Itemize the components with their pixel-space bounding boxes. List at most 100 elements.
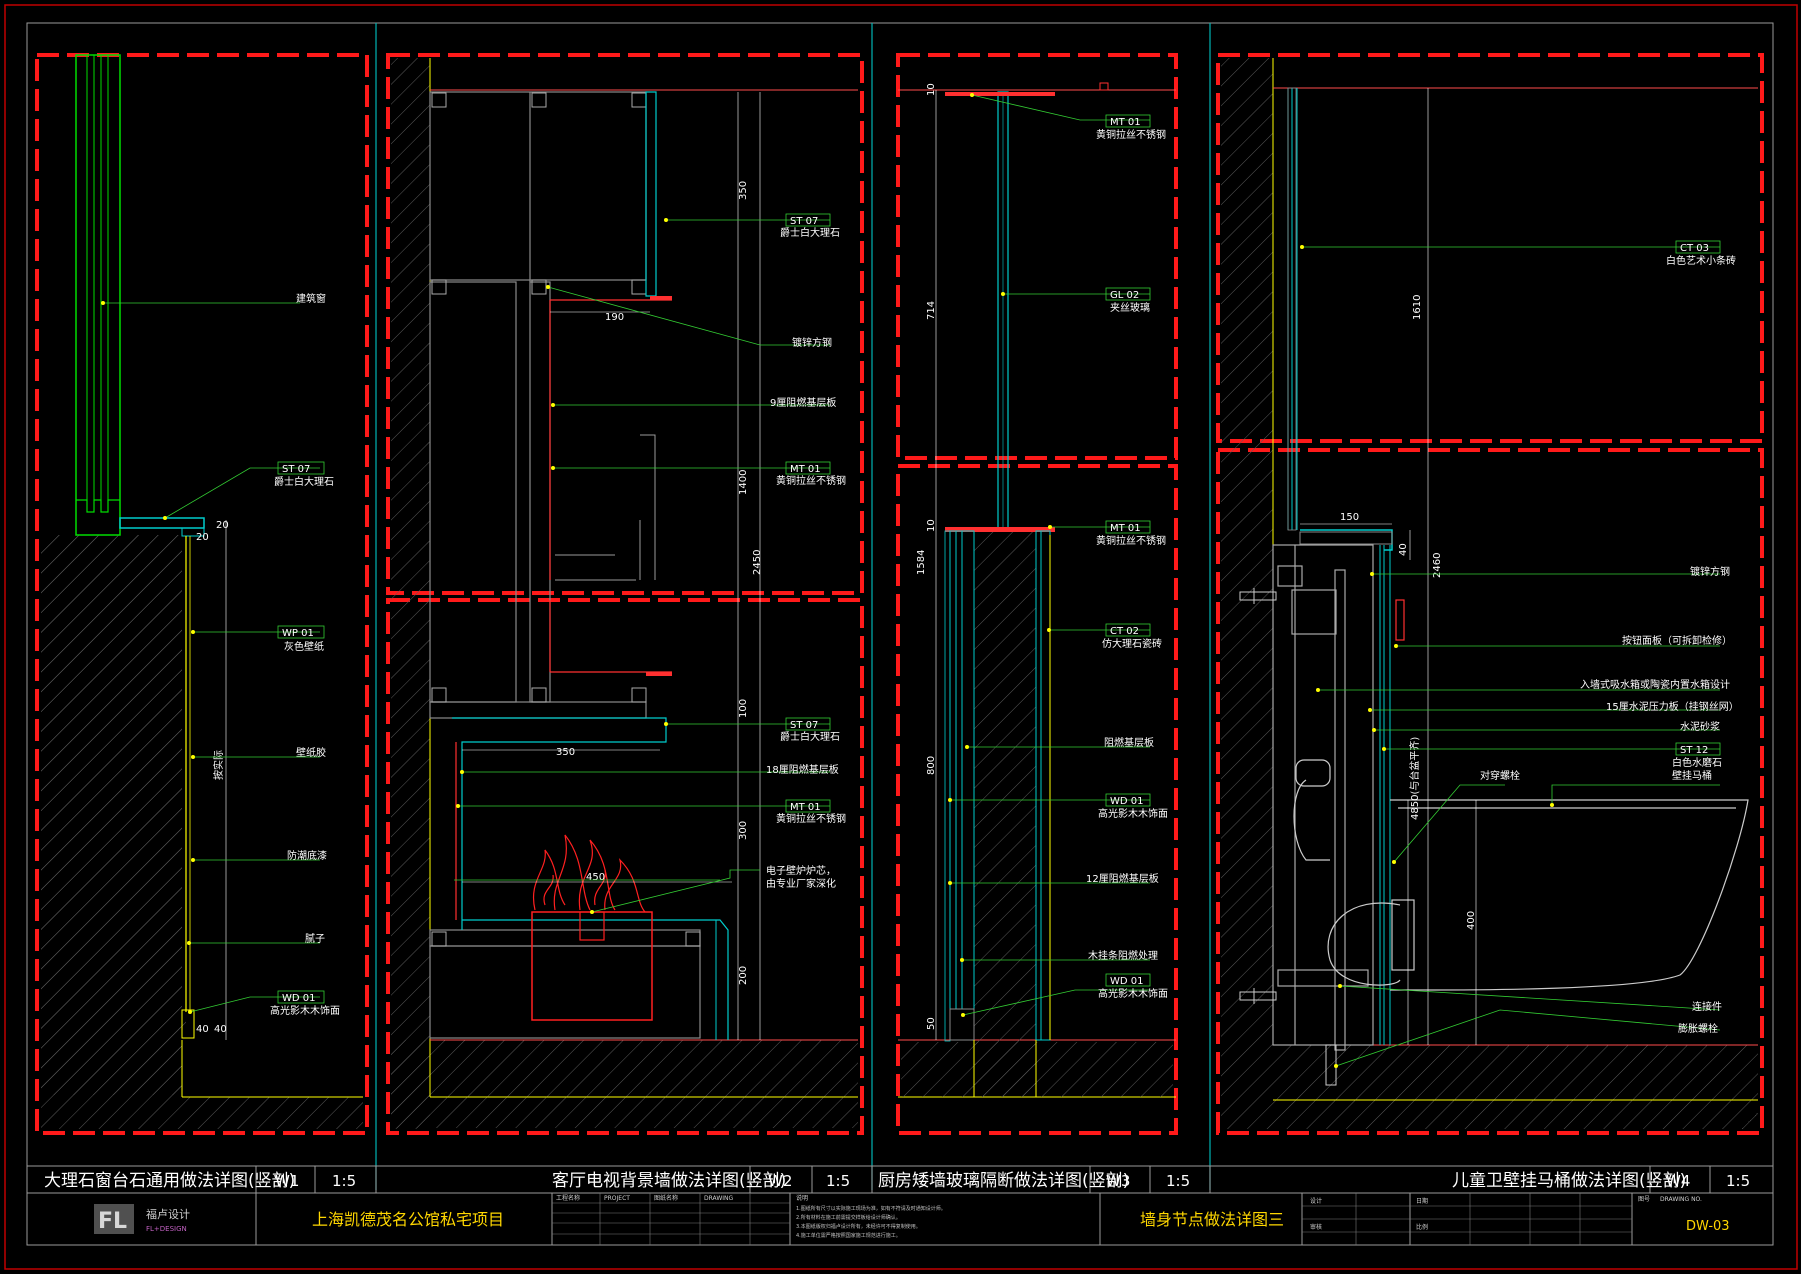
w2-dim-1: 350 bbox=[738, 181, 749, 200]
drawing-title: 墙身节点做法详图三 bbox=[1140, 1210, 1284, 1229]
w2-label-marble-b: 爵士白大理石 bbox=[780, 730, 840, 743]
w2-tag-mt01-b: MT 01 bbox=[790, 802, 821, 813]
w2-label-fireplace-1: 电子壁炉炉芯， bbox=[766, 864, 836, 877]
w1-tag-st07: ST 07 bbox=[282, 464, 310, 475]
w3-dim-5: 800 bbox=[926, 756, 937, 775]
w2-dim-3: 1400 bbox=[738, 470, 749, 495]
w2-label-fireplace-2: 由专业厂家深化 bbox=[766, 877, 836, 890]
w4-tag-ct03: CT 03 bbox=[1680, 243, 1709, 254]
logo-mark: FL bbox=[98, 1209, 127, 1234]
w4-dim-3: 40 bbox=[1398, 543, 1409, 556]
w1-label-glue: 壁纸胶 bbox=[296, 746, 326, 759]
view-w1: 20 20 40 40 按实际 ST 07 WP 01 WD 01 建筑窗 爵士… bbox=[35, 53, 369, 1135]
view-w3: 10 714 10 1584 800 50 MT 01 GL 02 MT bbox=[896, 53, 1178, 1135]
w1-sill-stone bbox=[119, 517, 205, 529]
w3-panel-upper bbox=[896, 53, 1178, 460]
w2-dim-9: 200 bbox=[738, 966, 749, 985]
tb-cell-0: 工程名称 bbox=[556, 1194, 580, 1202]
view-w4: 1610 150 40 2460 4850(与台盆平齐) 400 CT 03 bbox=[1216, 53, 1764, 1135]
note-4: 4.施工单位需严格按照国家施工规范进行施工。 bbox=[796, 1232, 901, 1239]
w2-dim-7: 300 bbox=[738, 821, 749, 840]
w1-dim-3: 40 bbox=[214, 1024, 227, 1035]
view-title-w4: 儿童卫壁挂马桶做法详图(竖剖) bbox=[1452, 1171, 1686, 1191]
tb-cell-6: 日期 bbox=[1416, 1197, 1428, 1205]
w1-dim-5: 按实际 bbox=[212, 750, 225, 780]
w2-label-18mm: 18厘阻燃基层板 bbox=[766, 763, 839, 776]
w3-label-tile: 仿大理石瓷砖 bbox=[1102, 637, 1162, 650]
w3-dim-4: 1584 bbox=[916, 550, 927, 575]
w2-tag-st07-b: ST 07 bbox=[790, 720, 818, 731]
w4-dim-2: 150 bbox=[1340, 512, 1359, 523]
w4-dim-6: 400 bbox=[1466, 911, 1477, 930]
w2-dim-4: 2450 bbox=[752, 550, 763, 575]
w4-label-bolt: 对穿螺栓 bbox=[1480, 769, 1520, 782]
w2-label-9mm: 9厘阻燃基层板 bbox=[770, 396, 836, 409]
w2-dim-2: 190 bbox=[605, 312, 624, 323]
w4-dim-1: 1610 bbox=[1412, 295, 1423, 320]
w1-label-primer: 防潮底漆 bbox=[287, 849, 327, 862]
w3-label-veneer-b: 高光影木木饰面 bbox=[1098, 987, 1168, 1000]
w4-label-cement-board: 15厘水泥压力板（挂钢丝网） bbox=[1606, 700, 1739, 713]
view-title-row: 大理石窗台石通用做法详图(竖剖) W1 1:5 客厅电视背景墙做法详图(竖剖) … bbox=[27, 1165, 1773, 1194]
w3-tag-gl02: GL 02 bbox=[1110, 290, 1139, 301]
w4-dim-4: 2460 bbox=[1432, 553, 1443, 578]
w3-label-veneer-a: 高光影木木饰面 bbox=[1098, 807, 1168, 820]
w3-tag-wd01-a: WD 01 bbox=[1110, 796, 1144, 807]
tb-cell-9: DRAWING NO. bbox=[1660, 1196, 1702, 1203]
logo-en: FL+DESIGN bbox=[146, 1225, 187, 1233]
view-title-w3: 厨房矮墙玻璃隔断做法详图(竖剖) bbox=[878, 1171, 1129, 1191]
w2-panel-upper bbox=[386, 53, 864, 595]
w4-panel-upper bbox=[1216, 53, 1764, 443]
w2-tag-mt01-a: MT 01 bbox=[790, 464, 821, 475]
view-scale-w2: 1:5 bbox=[826, 1172, 850, 1190]
w2-dim-5: 100 bbox=[738, 699, 749, 718]
w3-tag-ct02: CT 02 bbox=[1110, 626, 1139, 637]
tb-cell-3: DRAWING bbox=[704, 1195, 734, 1202]
w1-tag-wp01: WP 01 bbox=[282, 628, 314, 639]
w4-label-steel: 镀锌方钢 bbox=[1690, 565, 1730, 578]
view-code-w2: W2 bbox=[768, 1172, 792, 1190]
w2-dim-6: 350 bbox=[556, 747, 575, 758]
note-1: 1.图纸所有尺寸以实际施工现场为准，如有不符请及时通知设计师。 bbox=[796, 1205, 946, 1212]
outer-frame bbox=[4, 4, 1798, 1270]
w4-panel-lower bbox=[1216, 448, 1764, 1135]
w4-tag-st12: ST 12 bbox=[1680, 745, 1708, 756]
w2-flame-icon bbox=[532, 834, 646, 913]
tb-cell-4: 设计 bbox=[1310, 1197, 1322, 1205]
w3-tag-wd01-b: WD 01 bbox=[1110, 976, 1144, 987]
w3-label-brass-b: 黄铜拉丝不锈钢 bbox=[1096, 534, 1166, 547]
notes-header: 说明 bbox=[796, 1194, 808, 1202]
w1-label-wallpaper: 灰色壁纸 bbox=[284, 640, 324, 653]
logo-cn: 福卢设计 bbox=[146, 1207, 190, 1221]
w4-label-button: 按钮面板（可拆卸检修） bbox=[1622, 634, 1732, 647]
w1-label-marble: 爵士白大理石 bbox=[274, 475, 334, 488]
view-title-w2: 客厅电视背景墙做法详图(竖剖) bbox=[552, 1171, 786, 1191]
w4-label-connector: 连接件 bbox=[1692, 1000, 1722, 1013]
w4-label-tank: 入墙式吸水箱或陶瓷内置水箱设计 bbox=[1580, 678, 1730, 691]
w2-dim-8: 450 bbox=[586, 872, 605, 883]
tb-cell-2: 图纸名称 bbox=[654, 1194, 678, 1202]
w2-label-marble-a: 爵士白大理石 bbox=[780, 226, 840, 239]
w1-dim-2: 20 bbox=[216, 520, 229, 531]
w3-dim-1: 10 bbox=[926, 83, 937, 96]
title-block: FL 福卢设计 FL+DESIGN 上海凯德茂名公馆私宅项目 工程名称 PROJ… bbox=[26, 1192, 1774, 1246]
w4-toilet-icon bbox=[1293, 759, 1749, 991]
w4-label-toilet: 壁挂马桶 bbox=[1672, 769, 1712, 782]
w3-dim-6: 50 bbox=[926, 1017, 937, 1030]
tb-cell-7: 比例 bbox=[1416, 1223, 1428, 1231]
w1-window-frame bbox=[75, 54, 121, 536]
w3-tag-mt01-a: MT 01 bbox=[1110, 117, 1141, 128]
w1-tag-wd01: WD 01 bbox=[282, 993, 316, 1004]
view-code-w1: W1 bbox=[275, 1172, 299, 1190]
w3-dim-3: 10 bbox=[926, 519, 937, 532]
note-2: 2.所有材料在施工前需提交样板给设计师确认。 bbox=[796, 1214, 901, 1221]
w1-label-window: 建筑窗 bbox=[296, 292, 326, 305]
w1-dim-4: 40 bbox=[196, 1024, 209, 1035]
tb-cell-1: PROJECT bbox=[604, 1195, 630, 1202]
project-name: 上海凯德茂名公馆私宅项目 bbox=[312, 1210, 504, 1229]
view-w2: 350 190 1400 2450 100 350 300 450 200 ST… bbox=[386, 53, 864, 1135]
w3-label-brass-a: 黄铜拉丝不锈钢 bbox=[1096, 128, 1166, 141]
w2-panel-lower bbox=[386, 598, 864, 1135]
w3-label-12mm: 12厘阻燃基层板 bbox=[1086, 872, 1159, 885]
w1-panel-dashed bbox=[35, 53, 369, 1135]
